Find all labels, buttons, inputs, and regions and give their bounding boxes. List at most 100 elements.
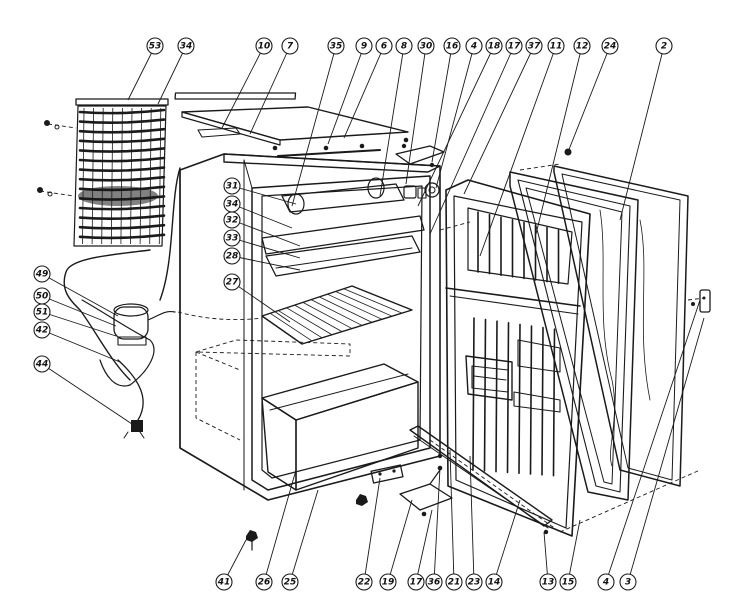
- callout-number: 26: [258, 578, 271, 588]
- condenser-tube: [78, 166, 166, 173]
- door-rib: [518, 323, 521, 475]
- callout-13: 13: [539, 531, 557, 591]
- door-rib: [552, 328, 556, 477]
- callout-35: 35: [291, 37, 345, 207]
- screw-icon: [437, 453, 443, 459]
- evaporator-right-cap: [367, 177, 385, 199]
- callout-32: 32: [223, 211, 301, 247]
- door-ribs-lower: [472, 317, 556, 477]
- thermostat-dial-center: [428, 186, 436, 194]
- drip-tray-lip: [275, 247, 413, 269]
- callout-51: 51: [33, 303, 117, 337]
- leader-line: [379, 45, 405, 197]
- door-rib: [541, 326, 544, 476]
- cabinet-liner: [261, 185, 423, 479]
- cabinet-side-edge: [243, 159, 253, 189]
- condenser-wire: [158, 107, 162, 245]
- callout-23: 23: [465, 455, 483, 591]
- discharge-tube: [159, 167, 181, 301]
- callout-12: 12: [535, 37, 591, 235]
- callout-28: 28: [223, 247, 301, 271]
- callout-36: 36: [425, 467, 443, 591]
- callout-19: 19: [379, 499, 413, 591]
- callout-number: 21: [448, 578, 461, 588]
- condenser-frame: [73, 105, 167, 247]
- callout-circle: [355, 573, 373, 591]
- screw-icon: [543, 529, 549, 535]
- condenser-tube: [78, 156, 166, 163]
- door-latch: [699, 289, 711, 313]
- leader-line: [41, 273, 119, 317]
- leader-line: [249, 45, 291, 135]
- callout-circle: [255, 37, 273, 55]
- callout-4: 4: [597, 299, 701, 591]
- leader-line: [449, 449, 455, 583]
- compressor-dome: [113, 303, 149, 317]
- leader-line: [605, 299, 701, 583]
- adjustable-foot-icon: [246, 530, 258, 542]
- condenser-tube: [78, 175, 166, 182]
- leader-line: [567, 519, 581, 583]
- shelf-wire: [335, 291, 393, 317]
- door-divider-lower: [449, 295, 579, 315]
- callout-circle: [465, 573, 483, 591]
- callout-circle: [177, 37, 195, 55]
- callout-number: 28: [226, 252, 239, 262]
- callout-number: 24: [604, 42, 617, 52]
- leader-line: [429, 45, 515, 235]
- hinge-pin: [429, 469, 441, 485]
- cabinet-outline: [179, 153, 441, 501]
- condenser-wire: [139, 107, 142, 245]
- callout-circle: [619, 573, 637, 591]
- callout-number: 32: [226, 216, 239, 226]
- nut-icon: [356, 494, 368, 506]
- screw-icon: [392, 469, 396, 473]
- callout-circle: [485, 37, 503, 55]
- butter-compartment-lid: [471, 365, 509, 393]
- leader-line: [535, 45, 583, 235]
- callout-number: 2: [661, 42, 667, 52]
- shelf-wire: [327, 293, 383, 320]
- callout-14: 14: [485, 499, 521, 591]
- condenser-screw-line-2: [39, 190, 75, 197]
- callout-number: 16: [446, 42, 459, 52]
- leader-line: [41, 295, 117, 327]
- callout-53: 53: [127, 37, 164, 101]
- leader-line: [231, 281, 291, 323]
- door-gasket-inner: [517, 179, 631, 493]
- rear-box-edge: [195, 351, 241, 371]
- callout-circle: [223, 273, 241, 291]
- plug-pin: [139, 431, 145, 439]
- callout-number: 27: [226, 278, 239, 288]
- leader-line: [289, 489, 319, 583]
- cabinet: [179, 153, 441, 501]
- leader-line: [231, 237, 301, 259]
- compressor-base: [117, 336, 147, 346]
- callout-circle: [443, 37, 461, 55]
- door-rib: [506, 321, 510, 474]
- screw-icon: [44, 120, 50, 126]
- power-cord: [117, 359, 144, 421]
- leader-line: [41, 363, 133, 425]
- callout-number: 12: [576, 42, 589, 52]
- light-housing: [395, 145, 445, 165]
- condenser-coil: [37, 98, 169, 247]
- top-bracket: [197, 127, 241, 138]
- door-gasket-inner-2: [525, 187, 623, 485]
- condenser-tube: [78, 137, 166, 144]
- bottom-hinge-bracket: [399, 483, 453, 511]
- callout-number: 3: [625, 578, 631, 588]
- foot-plate: [370, 464, 404, 484]
- callout-number: 10: [258, 42, 271, 52]
- callout-number: 22: [358, 578, 371, 588]
- screw-icon: [37, 187, 43, 193]
- door-outer-panel: [553, 165, 689, 487]
- callout-circle: [375, 37, 393, 55]
- condenser-wires: [82, 107, 162, 245]
- worktop-panel: [181, 106, 409, 141]
- callout-number: 11: [550, 42, 563, 52]
- door-rib: [495, 320, 498, 473]
- leader-line: [231, 185, 297, 205]
- door-liner-inner: [453, 195, 583, 529]
- crisper-cover-line: [269, 373, 409, 411]
